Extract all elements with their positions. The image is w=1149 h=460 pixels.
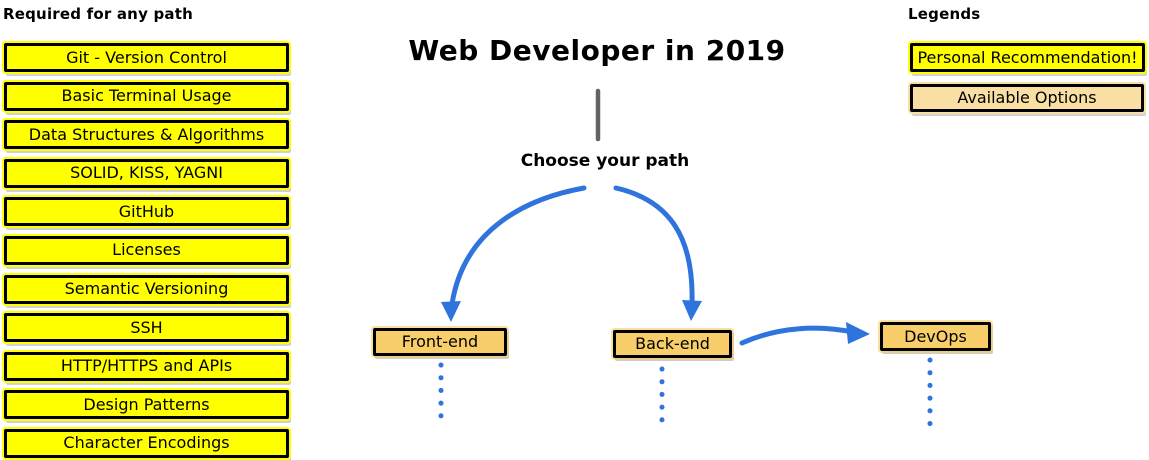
topic-github[interactable]: GitHub [4,197,289,227]
topic-semantic-versioning[interactable]: Semantic Versioning [4,274,289,304]
required-path-header: Required for any path [3,5,193,23]
required-topics-list: Git - Version Control Basic Terminal Usa… [4,43,289,458]
path-node-devops[interactable]: DevOps [880,322,991,351]
topic-git-version-control[interactable]: Git - Version Control [4,43,289,72]
arrow-to-backend-head [682,300,702,321]
arrow-to-frontend [449,185,587,307]
page-title: Web Developer in 2019 [408,34,786,67]
path-node-frontend[interactable]: Front-end [373,328,507,356]
topic-ssh[interactable]: SSH [4,313,289,343]
topic-character-encodings[interactable]: Character Encodings [4,428,289,458]
topic-solid-kiss-yagni[interactable]: SOLID, KISS, YAGNI [4,158,289,188]
choose-path-label: Choose your path [520,151,690,171]
topic-design-patterns[interactable]: Design Patterns [4,390,289,420]
topic-licenses[interactable]: Licenses [4,235,289,265]
legend-personal-recommendation: Personal Recommendation! [910,43,1145,72]
arrow-to-backend [613,185,695,307]
legends-header: Legends [908,5,981,23]
topic-http-https-apis[interactable]: HTTP/HTTPS and APIs [4,351,289,381]
topic-basic-terminal-usage[interactable]: Basic Terminal Usage [4,81,289,111]
path-node-backend[interactable]: Back-end [613,330,732,358]
arrow-to-frontend-head [441,301,461,322]
legend-available-options: Available Options [910,84,1144,112]
arrow-backend-to-devops [739,325,855,346]
topic-data-structures-algorithms[interactable]: Data Structures & Algorithms [4,120,289,150]
arrow-backend-to-devops-head [846,322,870,344]
